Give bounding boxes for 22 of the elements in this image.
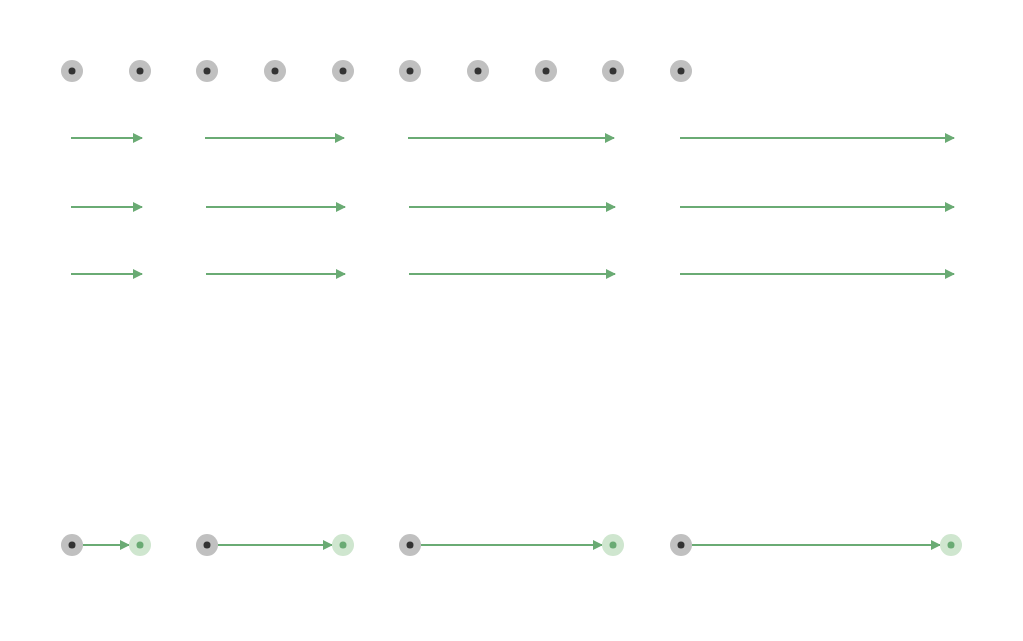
target-point <box>940 534 962 556</box>
node-point <box>467 60 489 82</box>
node-point <box>670 60 692 82</box>
target-point <box>332 534 354 556</box>
node-point <box>670 534 692 556</box>
arrow <box>691 540 941 550</box>
target-point <box>129 534 151 556</box>
node-point <box>535 60 557 82</box>
node-point <box>61 60 83 82</box>
node-point <box>129 60 151 82</box>
node-point <box>196 60 218 82</box>
node-point <box>602 60 624 82</box>
target-point <box>602 534 624 556</box>
node-point <box>196 534 218 556</box>
node-point <box>264 60 286 82</box>
node-point <box>399 60 421 82</box>
node-point <box>61 534 83 556</box>
arrow <box>217 540 333 550</box>
node-point <box>399 534 421 556</box>
arrow <box>82 540 130 550</box>
node-point <box>332 60 354 82</box>
arrow <box>420 540 603 550</box>
